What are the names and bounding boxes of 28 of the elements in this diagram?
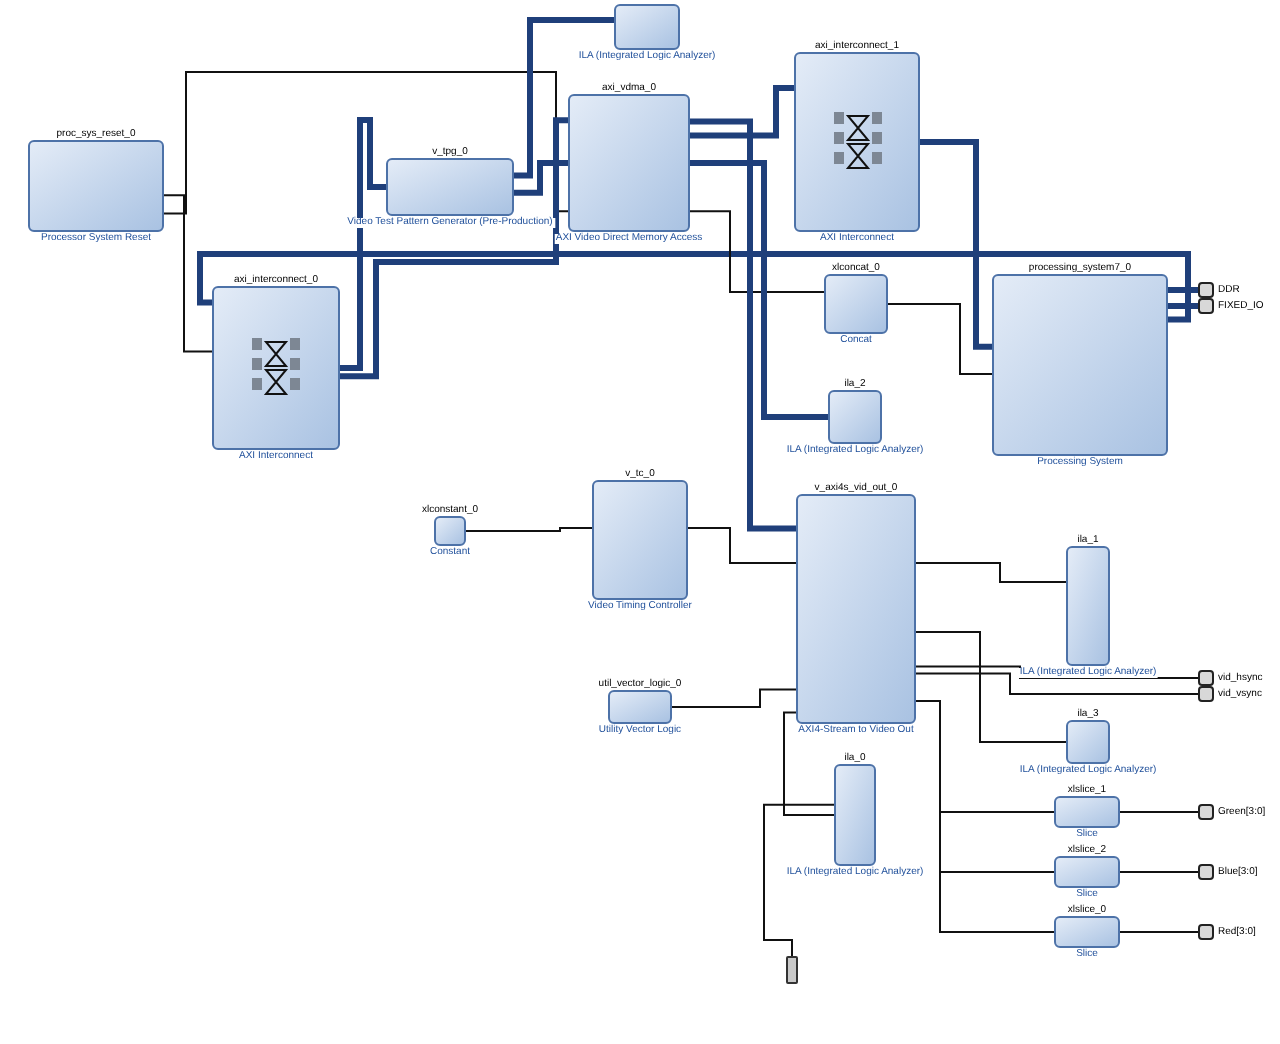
- wire: [763, 803, 835, 957]
- wire: [1119, 931, 1199, 933]
- bus-connection: [514, 17, 614, 179]
- bus-connection: [197, 251, 1191, 323]
- wire: [783, 711, 835, 816]
- bus-connection: [1168, 287, 1198, 293]
- wire: [915, 700, 1055, 933]
- wire: [465, 527, 593, 532]
- bus-connection: [340, 117, 386, 371]
- wire: [671, 688, 797, 708]
- wire: [915, 562, 1067, 583]
- port-connector: [786, 956, 798, 984]
- wire: [915, 631, 1067, 743]
- bus-connection: [514, 160, 568, 196]
- wire: [915, 672, 1199, 695]
- bus-connection: [1168, 303, 1198, 310]
- bus-connection: [920, 139, 992, 350]
- bus-connection: [340, 117, 568, 380]
- wire: [689, 210, 825, 293]
- wire: [915, 665, 1199, 679]
- wire: [687, 527, 797, 564]
- wire: [163, 194, 213, 353]
- bus-connection: [690, 118, 796, 532]
- bus-connection: [690, 85, 794, 139]
- wire: [1119, 871, 1199, 873]
- wire: [1119, 811, 1199, 813]
- bus-connection: [690, 160, 828, 420]
- wire: [887, 303, 993, 376]
